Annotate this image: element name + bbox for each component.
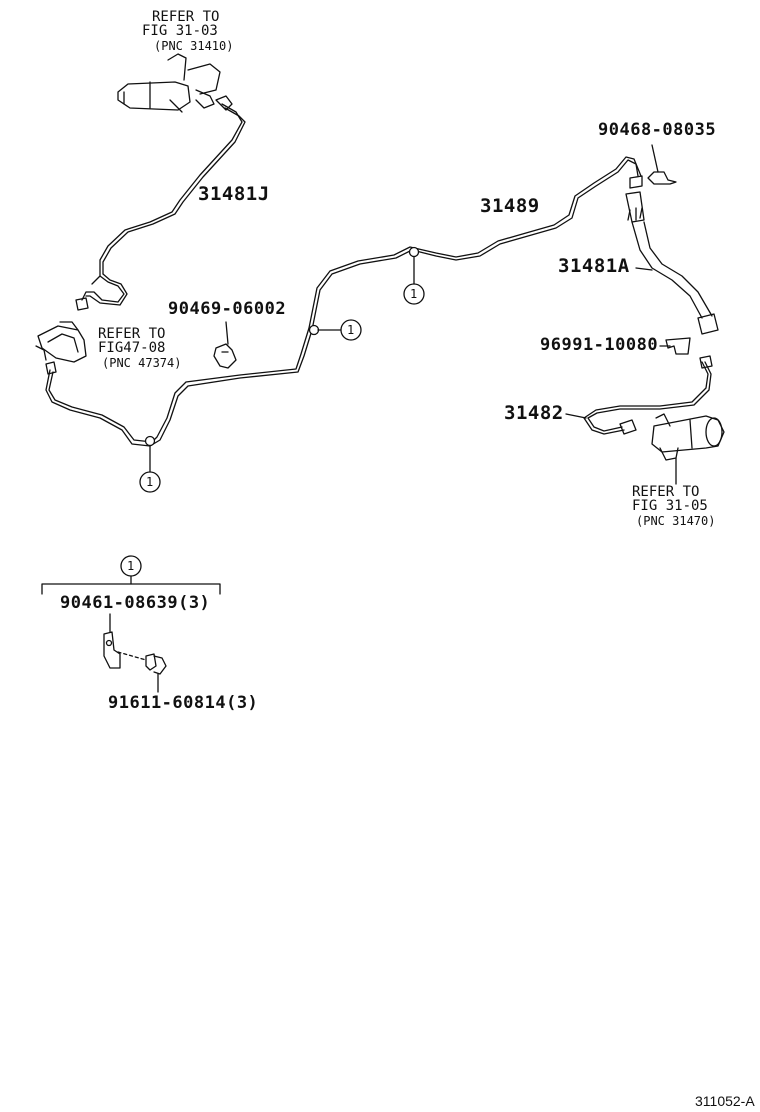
legend-marker-circle <box>120 555 142 577</box>
callout-master-cylinder-line1: REFER TO <box>152 9 220 25</box>
clip-90468 <box>647 144 677 185</box>
callout-release-cylinder-line2: FIG 31-05 <box>632 498 708 514</box>
bolt-91611 <box>145 653 167 693</box>
figure-code: 311052-A <box>695 1093 755 1109</box>
callout-master-cylinder-line2: FIG 31-03 <box>142 23 218 39</box>
callout-bracket-line1: REFER TO <box>98 326 166 342</box>
clamp-point <box>408 246 420 258</box>
clip-96991 <box>665 337 691 355</box>
ref-marker-circle <box>139 471 161 493</box>
tube-31481j <box>91 103 243 285</box>
tube-31482 <box>583 361 709 435</box>
part-label-31481a: 31481A <box>558 255 630 277</box>
ref-marker-label: 1 <box>146 475 154 489</box>
tube-fitting-mid <box>75 297 89 311</box>
callout-master-cylinder-line3: (PNC 31410) <box>154 39 234 53</box>
clamp-90461 <box>103 613 147 669</box>
ref-marker-label: 1 <box>347 323 355 337</box>
tube-31489 <box>45 159 639 447</box>
clip-90469 <box>213 321 237 369</box>
part-label-90468: 90468-08035 <box>598 120 717 140</box>
master-cylinder <box>117 53 221 113</box>
part-label-90461: 90461-08639(3) <box>60 593 211 613</box>
legend-marker-label: 1 <box>127 559 135 573</box>
release-cylinder <box>651 413 725 485</box>
clamp-point <box>308 324 320 336</box>
tube-fitting-top <box>215 95 233 111</box>
callout-release-cylinder-line1: REFER TO <box>632 484 700 500</box>
part-label-31481j: 31481J <box>198 183 270 205</box>
callout-release-cylinder-line3: (PNC 31470) <box>636 514 716 528</box>
clamp-point <box>144 435 156 447</box>
part-label-31489: 31489 <box>480 195 540 217</box>
tube-fitting-right <box>629 175 643 189</box>
bracket-assembly <box>35 321 87 363</box>
callout-bracket-line2: FIG47-08 <box>98 340 166 356</box>
part-label-91611: 91611-60814(3) <box>108 693 259 713</box>
callout-bracket-line3: (PNC 47374) <box>102 356 182 370</box>
part-label-31482: 31482 <box>504 402 564 424</box>
ref-marker-label: 1 <box>410 287 418 301</box>
tube-fitting-left <box>45 361 57 375</box>
ref-marker-circle <box>403 283 425 305</box>
ref-marker-circle <box>340 319 362 341</box>
hose-31481a <box>625 191 719 335</box>
part-label-96991: 96991-10080 <box>540 335 659 355</box>
part-label-90469: 90469-06002 <box>168 299 287 319</box>
